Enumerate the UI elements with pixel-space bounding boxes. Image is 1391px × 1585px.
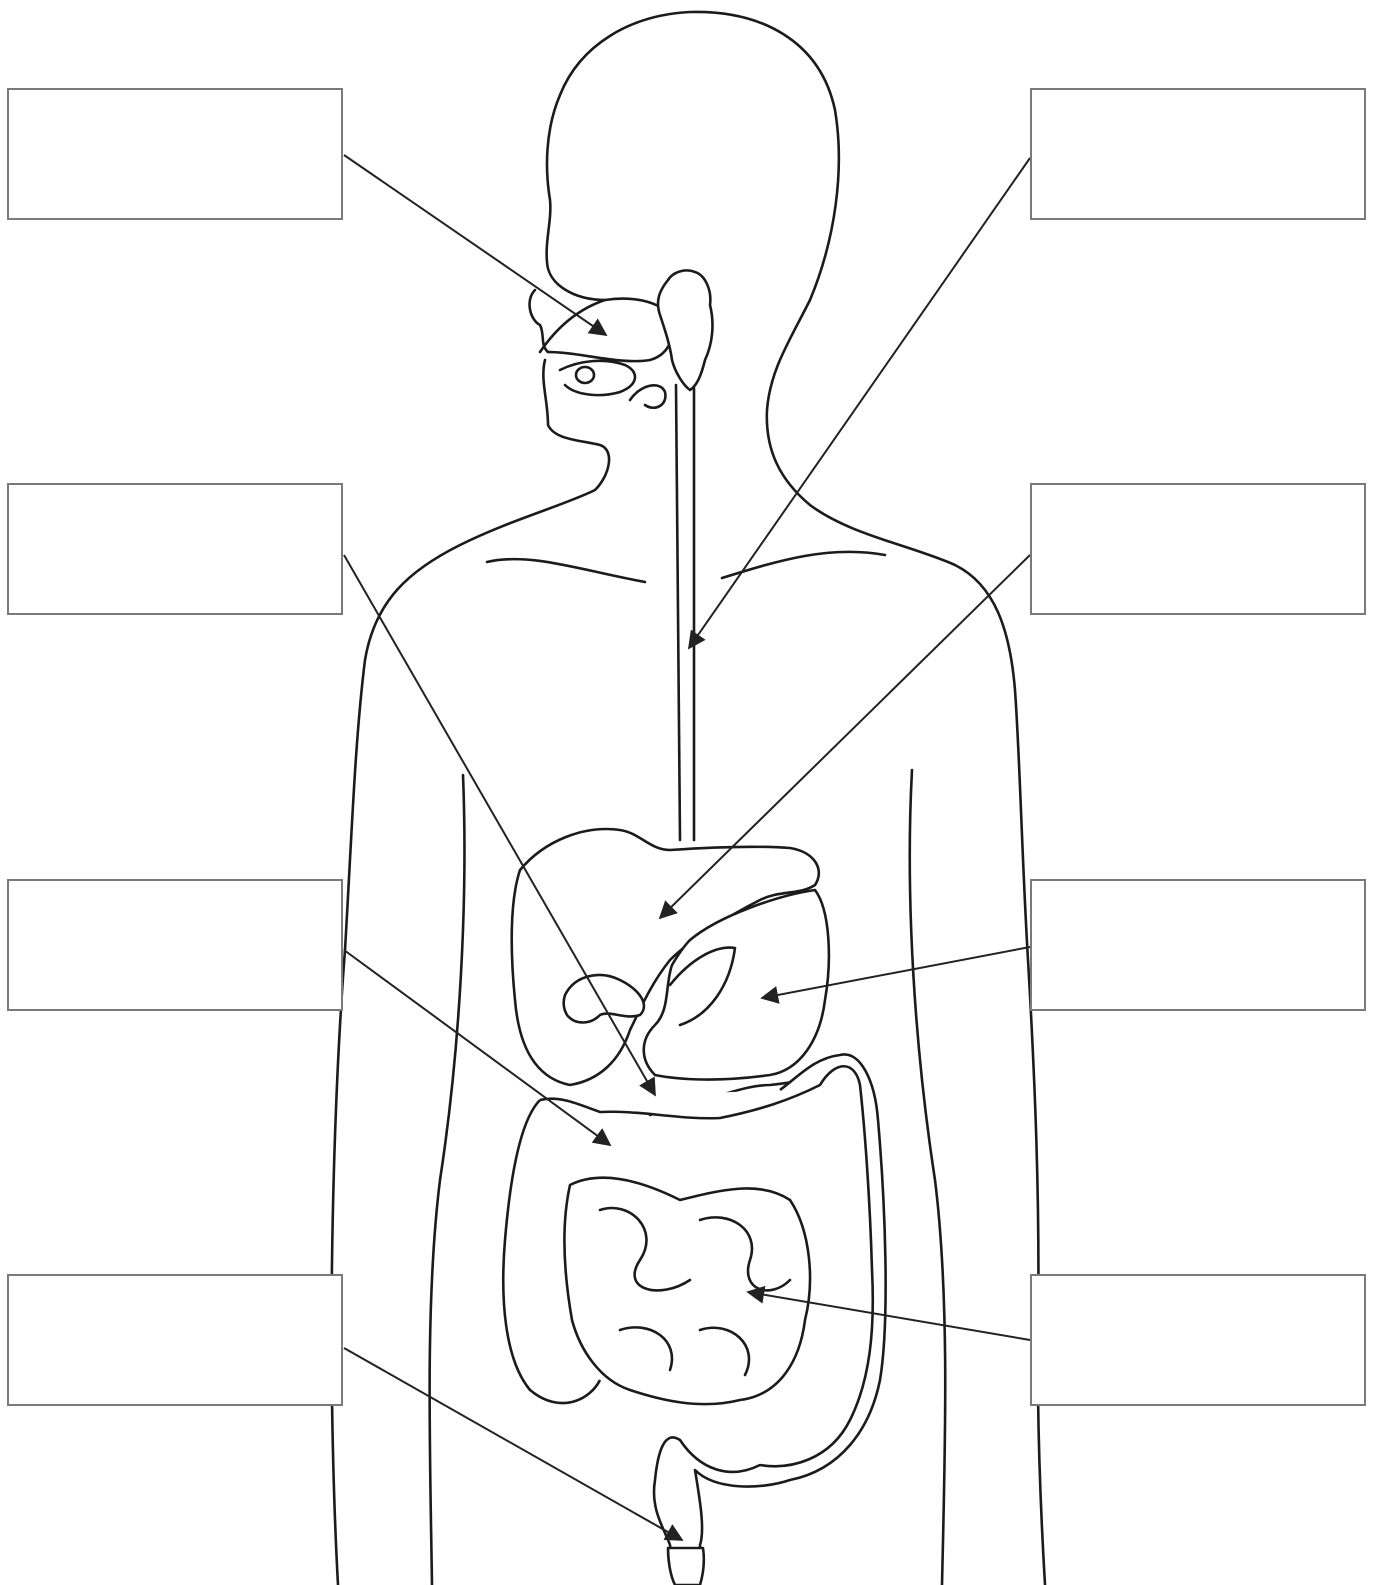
tongue-detail-1 bbox=[576, 367, 594, 383]
esophagus bbox=[676, 385, 694, 840]
rectum bbox=[668, 1548, 704, 1585]
label-box-right-4[interactable] bbox=[1030, 1274, 1366, 1406]
label-box-left-4[interactable] bbox=[7, 1274, 343, 1406]
leader-right-1 bbox=[689, 158, 1030, 648]
left-arm-line bbox=[430, 775, 465, 1585]
left-collarbone bbox=[487, 559, 645, 582]
label-box-left-2[interactable] bbox=[7, 483, 343, 615]
label-box-right-3[interactable] bbox=[1030, 879, 1366, 1011]
upper-lip bbox=[540, 299, 673, 362]
label-box-left-3[interactable] bbox=[7, 879, 343, 1011]
label-box-right-2[interactable] bbox=[1030, 483, 1366, 615]
leader-left-1 bbox=[344, 155, 606, 335]
salivary-gland bbox=[658, 270, 712, 390]
tongue bbox=[560, 361, 635, 395]
label-box-right-1[interactable] bbox=[1030, 88, 1366, 220]
epiglottis bbox=[630, 385, 665, 407]
label-box-left-1[interactable] bbox=[7, 88, 343, 220]
leader-left-2 bbox=[344, 555, 655, 1095]
right-arm-line bbox=[910, 770, 945, 1585]
